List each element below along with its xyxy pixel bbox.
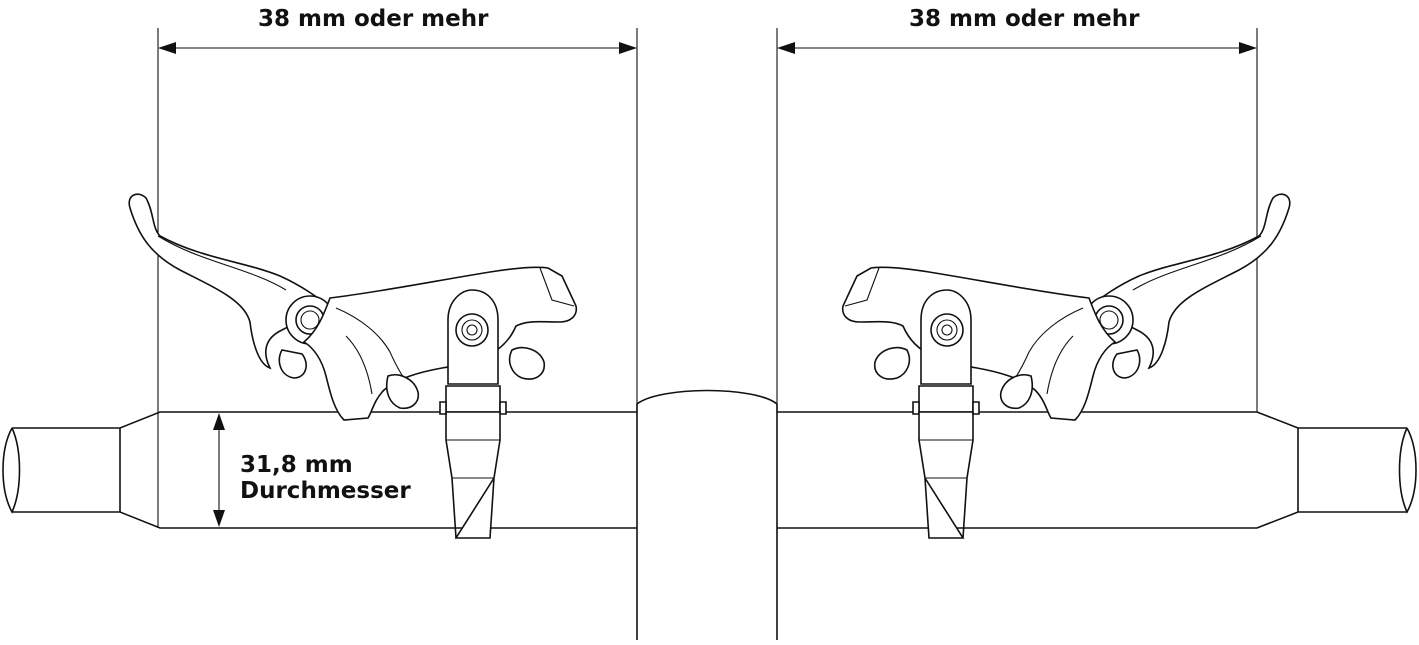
diameter-caption: Durchmesser — [240, 478, 411, 505]
diameter-label: 31,8 mm Durchmesser — [240, 452, 411, 505]
brake-lever-right — [841, 193, 1291, 539]
handlebar — [2, 411, 1417, 529]
stem — [636, 389, 778, 640]
clearance-label-right: 38 mm oder mehr — [909, 6, 1140, 32]
diameter-value: 31,8 mm — [240, 452, 353, 478]
clearance-label-left: 38 mm oder mehr — [258, 6, 489, 32]
dimension-lines — [157, 28, 1258, 528]
brake-lever-left — [128, 193, 578, 539]
